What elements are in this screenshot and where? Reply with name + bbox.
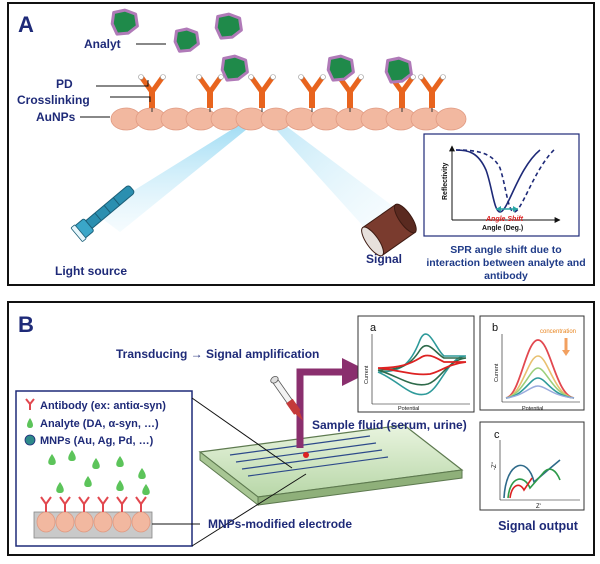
- panel-a-letter: A: [18, 12, 34, 37]
- electrode-label: MNPs-modified electrode: [208, 517, 352, 531]
- sample-drop: [303, 452, 309, 458]
- analyte-drop-icon: [84, 476, 92, 487]
- panel-b: B Transducing → Signal amplification Sam…: [7, 301, 595, 556]
- zoom-line-bottom: [191, 473, 307, 547]
- aunps-label: AuNPs: [36, 110, 76, 124]
- graph-a-x-label: Potential: [398, 406, 419, 412]
- detector-icon: [361, 203, 417, 257]
- analyte-icon: [326, 54, 355, 82]
- graph-c-x-label: Z': [536, 504, 541, 510]
- reflected-light-beam: [262, 114, 398, 236]
- analyte-drop-icon: [92, 458, 100, 469]
- pd-label: PD: [56, 77, 73, 91]
- analyte-icon: [173, 27, 200, 53]
- pipette-icon: [270, 375, 304, 421]
- antibody-icon: [196, 74, 224, 112]
- panel-a: A Analyt PD Crosslinking AuNPs Light sou…: [7, 2, 595, 286]
- spr-curve-after: [455, 147, 557, 213]
- inset-x-label: Angle (Deg.): [482, 225, 523, 232]
- signal-arrow: [296, 358, 370, 448]
- spr-caption-line-3: antibody: [484, 270, 528, 282]
- graph-a-letter: a: [370, 322, 377, 334]
- electrode-np: [74, 511, 94, 533]
- mnps-legend-label: MNPs (Au, Ag, Pd, …): [40, 435, 154, 447]
- concentration-label: concentration: [540, 329, 576, 335]
- electrode-antibody-icon: [97, 496, 109, 512]
- analyte-icon: [220, 54, 249, 82]
- signal-label: Signal: [366, 252, 402, 266]
- analyte-drop-icon: [138, 468, 146, 479]
- antibody-icon: [138, 74, 166, 112]
- graph-a: a Current Potential: [357, 315, 475, 413]
- graph-a-y-label: Current: [364, 365, 370, 384]
- flashlight-icon: [70, 185, 135, 242]
- spr-curve-before: [455, 149, 541, 213]
- analyte-cluster: [110, 8, 413, 84]
- aunp-particle: [435, 107, 467, 131]
- electrode-antibody-icon: [135, 496, 147, 512]
- mnps-legend-icon: [24, 434, 36, 446]
- incident-light-beam: [96, 112, 268, 232]
- analyte-icon: [110, 8, 139, 36]
- analyte-drop-icon: [56, 482, 64, 493]
- crosslinking-pointer: [110, 96, 151, 102]
- antibody-legend-icon: [25, 398, 35, 410]
- signal-output-label: Signal output: [498, 519, 579, 533]
- analyte-drop-icon: [48, 454, 56, 465]
- falling-analytes: [48, 450, 150, 495]
- spr-inset-graph: Reflectivity Angle (Deg.) Angle Shift: [423, 133, 580, 237]
- graph-b-letter: b: [492, 322, 498, 334]
- sample-fluid-label: Sample fluid (serum, urine): [312, 418, 467, 432]
- analyte-drop-icon: [116, 456, 124, 467]
- analyte-icon: [214, 12, 243, 40]
- pd-pointer: [96, 80, 149, 87]
- graph-c-letter: c: [494, 429, 500, 441]
- zoom-line-top: [191, 397, 293, 469]
- analyte-legend-icon: [27, 418, 33, 428]
- electrode-antibody-icon: [116, 496, 128, 512]
- antibody-icon: [248, 74, 276, 112]
- electrode-antibody-icon: [59, 496, 71, 512]
- aunp-layer: [110, 107, 467, 131]
- graph-c: c -Z" Z': [479, 421, 585, 511]
- spr-caption-line-1: SPR angle shift due to: [450, 244, 561, 256]
- crosslinking-label: Crosslinking: [17, 93, 90, 107]
- electrode-np: [55, 511, 75, 533]
- angle-shift-label: Angle Shift: [485, 216, 524, 223]
- graph-b-x-label: Potential: [522, 406, 543, 412]
- analyt-label: Analyt: [84, 37, 121, 51]
- graph-c-y-label: -Z": [492, 462, 498, 470]
- antibody-legend-label: Antibody (ex: antiα-syn): [40, 400, 166, 412]
- legend-box: Antibody (ex: antiα-syn) Analyte (DA, α-…: [15, 390, 193, 547]
- electrode-antibody-icon: [78, 496, 90, 512]
- analyte-legend-label: Analyte (DA, α-syn, …): [40, 418, 159, 430]
- analyte-drop-icon: [142, 484, 150, 495]
- transducing-label: Transducing → Signal amplification: [116, 347, 319, 361]
- electrode-np: [36, 511, 56, 533]
- graph-b-y-label: Current: [494, 363, 500, 382]
- analyte-drop-icon: [116, 480, 124, 491]
- electrode-antibody-icon: [40, 496, 52, 512]
- electrode-np: [112, 511, 132, 533]
- spr-caption-line-2: interaction between analyte and: [426, 257, 585, 269]
- analyte-drop-icon: [68, 450, 76, 461]
- electrode-np: [131, 511, 151, 533]
- graph-b: b Current Potential concentration: [479, 315, 585, 412]
- antibody-icon: [418, 74, 446, 112]
- electrode-antibodies: [40, 496, 147, 512]
- antibody-icon: [298, 74, 326, 112]
- inset-y-label: Reflectivity: [442, 163, 449, 200]
- electrode-np: [93, 511, 113, 533]
- analyte-icon: [384, 56, 413, 84]
- light-source-label: Light source: [55, 264, 127, 278]
- panel-b-letter: B: [18, 312, 34, 337]
